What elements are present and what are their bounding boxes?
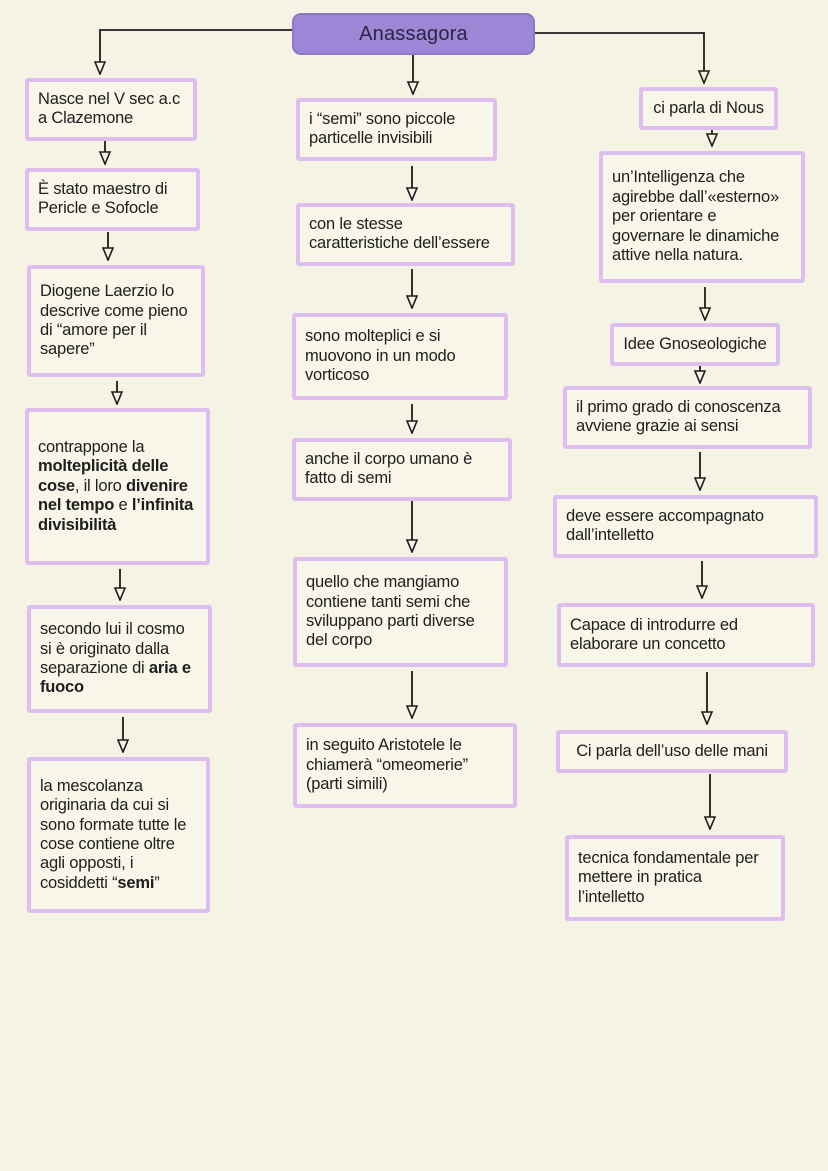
node-text: Diogene Laerzio lo descrive come pieno d… (40, 282, 188, 359)
node-middle-4: anche il corpo umano è fatto di semi (292, 438, 512, 501)
node-text: È stato maestro di Pericle e Sofocle (38, 180, 168, 218)
arrow-title-to-left (100, 29, 292, 74)
title-label: Anassagora (359, 22, 468, 45)
node-text-segment: molteplicità delle cose (38, 457, 169, 495)
node-right-8: tecnica fondamentale per mettere in prat… (565, 835, 785, 921)
node-middle-1: i “semi” sono piccole particelle invisib… (296, 98, 497, 161)
node-text: tecnica fondamentale per mettere in prat… (578, 848, 759, 906)
node-text-segment: , il loro (74, 476, 126, 495)
node-left-4: contrappone la molteplicità delle cose, … (25, 408, 210, 565)
node-text: Capace di introdurre ed elaborare un con… (570, 615, 738, 653)
node-middle-3: sono molteplici e si muovono in un modo … (292, 313, 508, 400)
node-right-5: deve essere accompagnato dall’intelletto (553, 495, 818, 558)
node-text-segment: contrappone la (38, 437, 145, 456)
node-text: Nasce nel V sec a.c a Clazemone (38, 90, 181, 128)
node-text: anche il corpo umano è fatto di semi (305, 450, 473, 488)
node-right-2: un’Intelligenza che agirebbe dall’«ester… (599, 151, 805, 283)
node-left-5: secondo lui il cosmo si è originato dall… (27, 605, 212, 713)
title-node: Anassagora (292, 13, 535, 55)
node-middle-5: quello che mangiamo contiene tanti semi … (293, 557, 508, 667)
node-middle-2: con le stesse caratteristiche dell’esser… (296, 203, 515, 266)
node-text: i “semi” sono piccole particelle invisib… (309, 110, 456, 148)
node-text: con le stesse caratteristiche dell’esser… (309, 215, 490, 253)
node-text-segment: l’infinita divisibilità (38, 496, 194, 534)
node-right-3: Idee Gnoseologiche (610, 323, 780, 367)
node-right-6: Capace di introdurre ed elaborare un con… (557, 603, 815, 667)
node-text: Ci parla dell’uso delle mani (576, 742, 768, 760)
node-text: Idee Gnoseologiche (623, 335, 767, 353)
node-right-7: Ci parla dell’uso delle mani (556, 730, 788, 774)
arrow-title-to-right (535, 32, 704, 83)
node-text: quello che mangiamo contiene tanti semi … (306, 573, 475, 650)
node-text-segment: ” (154, 873, 160, 892)
node-text: ci parla di Nous (653, 99, 764, 117)
node-text-segment: secondo lui il cosmo si è originato dall… (40, 620, 185, 677)
node-text-segment: la mescolanza originaria da cui si sono … (40, 776, 187, 892)
node-right-4: il primo grado di conoscenza avviene gra… (563, 386, 812, 449)
node-right-1: ci parla di Nous (639, 87, 778, 131)
node-text: in seguito Aristotele le chiamerà “omeom… (306, 736, 468, 794)
node-text-segment: aria e fuoco (40, 659, 191, 697)
node-text: il primo grado di conoscenza avviene gra… (576, 398, 781, 436)
node-text: un’Intelligenza che agirebbe dall’«ester… (612, 168, 780, 265)
node-text-segment: divenire nel tempo (38, 476, 188, 515)
node-left-3: Diogene Laerzio lo descrive come pieno d… (27, 265, 205, 377)
node-left-6: la mescolanza originaria da cui si sono … (27, 757, 210, 913)
node-text-segment: semi (117, 873, 155, 892)
node-left-2: È stato maestro di Pericle e Sofocle (25, 168, 200, 231)
node-text: deve essere accompagnato dall’intelletto (566, 507, 764, 545)
node-text-segment: e (114, 496, 132, 515)
node-middle-6: in seguito Aristotele le chiamerà “omeom… (293, 723, 517, 808)
node-text: sono molteplici e si muovono in un modo … (305, 327, 456, 385)
node-left-1: Nasce nel V sec a.c a Clazemone (25, 78, 197, 141)
